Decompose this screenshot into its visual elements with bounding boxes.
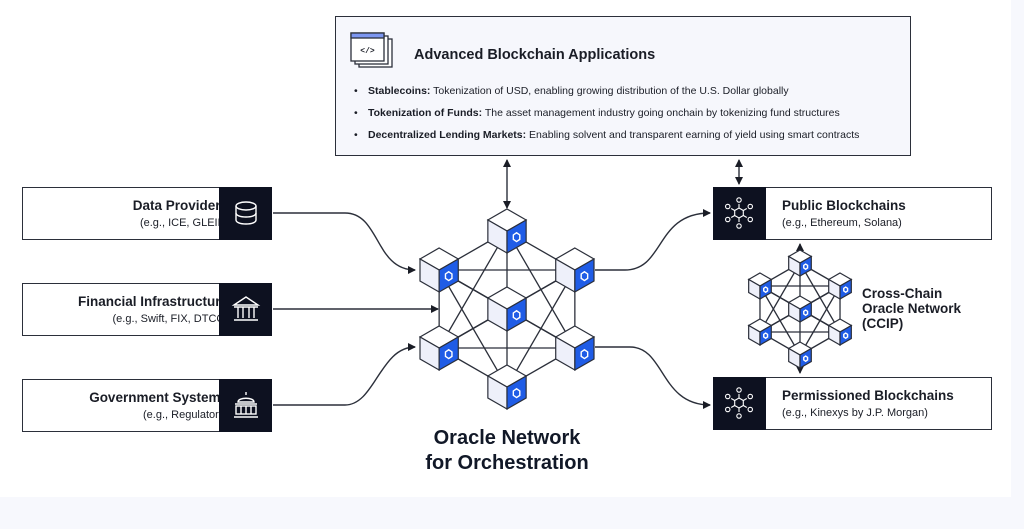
- chain-label: Public Blockchains: [782, 198, 906, 213]
- chainlink-logo-icon: [512, 231, 521, 243]
- item-term: Stablecoins:: [368, 85, 431, 97]
- source-label: Government Systems: [89, 390, 228, 405]
- connector-to-permissioned: [595, 346, 711, 409]
- oracle-network-caption: Oracle Network for Orchestration: [400, 426, 614, 476]
- caption-line: Oracle Network: [862, 301, 962, 316]
- chain-permissioned-blockchains: Permissioned Blockchains (e.g., Kinexys …: [712, 376, 992, 430]
- connector-government: [273, 343, 416, 406]
- source-label: Financial Infrastructure: [77, 294, 228, 309]
- connector-to-public: [595, 209, 711, 271]
- database-icon: [219, 186, 272, 240]
- oracle-node-cube: [418, 325, 460, 372]
- network-hub-icon: [712, 376, 766, 430]
- caption-line: (CCIP): [862, 316, 904, 331]
- chainlink-logo-icon: [444, 270, 453, 282]
- apps-list: •Stablecoins: Tokenization of USD, enabl…: [354, 84, 859, 150]
- chainlink-logo-icon: [803, 263, 809, 271]
- item-term: Tokenization of Funds:: [368, 107, 483, 119]
- source-data-providers: Data Providers (e.g., ICE, GLEIF): [22, 186, 272, 240]
- apps-list-item: •Decentralized Lending Markets: Enabling…: [354, 129, 860, 141]
- chainlink-logo-icon: [580, 348, 589, 360]
- oracle-node-cube: [486, 286, 528, 333]
- oracle-node-cube: [787, 249, 813, 278]
- oracle-node-cube: [787, 295, 813, 324]
- item-desc: The asset management industry going onch…: [482, 107, 840, 119]
- oracle-node-cube: [486, 364, 528, 411]
- oracle-node-cube: [747, 272, 773, 301]
- connector-data-providers: [273, 212, 416, 274]
- item-desc: Enabling solvent and transparent earning…: [526, 129, 860, 141]
- caption-line: Cross-Chain: [862, 286, 943, 301]
- chainlink-logo-icon: [803, 309, 809, 317]
- item-desc: Tokenization of USD, enabling growing di…: [430, 85, 789, 97]
- chainlink-logo-icon: [580, 270, 589, 282]
- source-sub: (e.g., Regulators): [143, 409, 228, 421]
- chainlink-logo-icon: [512, 387, 521, 399]
- chainlink-logo-icon: [843, 286, 849, 294]
- oracle-node-cube: [747, 318, 773, 347]
- oracle-node-cube: [827, 272, 853, 301]
- chainlink-logo-icon: [803, 355, 809, 363]
- ccip-caption: Cross-Chain Oracle Network (CCIP): [862, 286, 961, 331]
- bank-icon: [219, 282, 272, 336]
- svg-text:</>: </>: [360, 47, 375, 56]
- oracle-node-cube: [787, 341, 813, 370]
- chainlink-logo-icon: [763, 286, 769, 294]
- apps-list-item: •Stablecoins: Tokenization of USD, enabl…: [354, 85, 789, 97]
- oracle-node-cube: [554, 247, 596, 294]
- source-financial-infrastructure: Financial Infrastructure (e.g., Swift, F…: [22, 282, 272, 336]
- source-label: Data Providers: [132, 198, 228, 213]
- ccip-network-graph: [747, 249, 853, 370]
- caption-line: Oracle Network: [433, 427, 581, 449]
- oracle-node-cube: [827, 318, 853, 347]
- chainlink-logo-icon: [512, 309, 521, 321]
- chainlink-logo-icon: [444, 348, 453, 360]
- item-term: Decentralized Lending Markets:: [368, 129, 527, 141]
- network-hub-icon: [712, 186, 766, 240]
- source-sub: (e.g., Swift, FIX, DTCC): [112, 313, 228, 325]
- chain-label: Permissioned Blockchains: [782, 388, 954, 403]
- capitol-icon: [219, 378, 272, 432]
- oracle-network-graph: [418, 208, 596, 411]
- apps-list-item: •Tokenization of Funds: The asset manage…: [354, 107, 840, 119]
- caption-line: for Orchestration: [425, 452, 589, 474]
- code-window-icon: </>: [350, 32, 393, 68]
- chain-sub: (e.g., Ethereum, Solana): [782, 217, 902, 229]
- source-government-systems: Government Systems (e.g., Regulators): [22, 378, 272, 432]
- chainlink-logo-icon: [763, 332, 769, 340]
- oracle-node-cube: [554, 325, 596, 372]
- source-sub: (e.g., ICE, GLEIF): [139, 217, 228, 229]
- oracle-node-cube: [418, 247, 460, 294]
- chain-public-blockchains: Public Blockchains (e.g., Ethereum, Sola…: [712, 186, 992, 240]
- oracle-node-cube: [486, 208, 528, 255]
- chainlink-logo-icon: [843, 332, 849, 340]
- apps-title: Advanced Blockchain Applications: [414, 47, 656, 63]
- chain-sub: (e.g., Kinexys by J.P. Morgan): [782, 407, 928, 419]
- advanced-applications-box: </> Advanced Blockchain Applications •St…: [335, 16, 911, 156]
